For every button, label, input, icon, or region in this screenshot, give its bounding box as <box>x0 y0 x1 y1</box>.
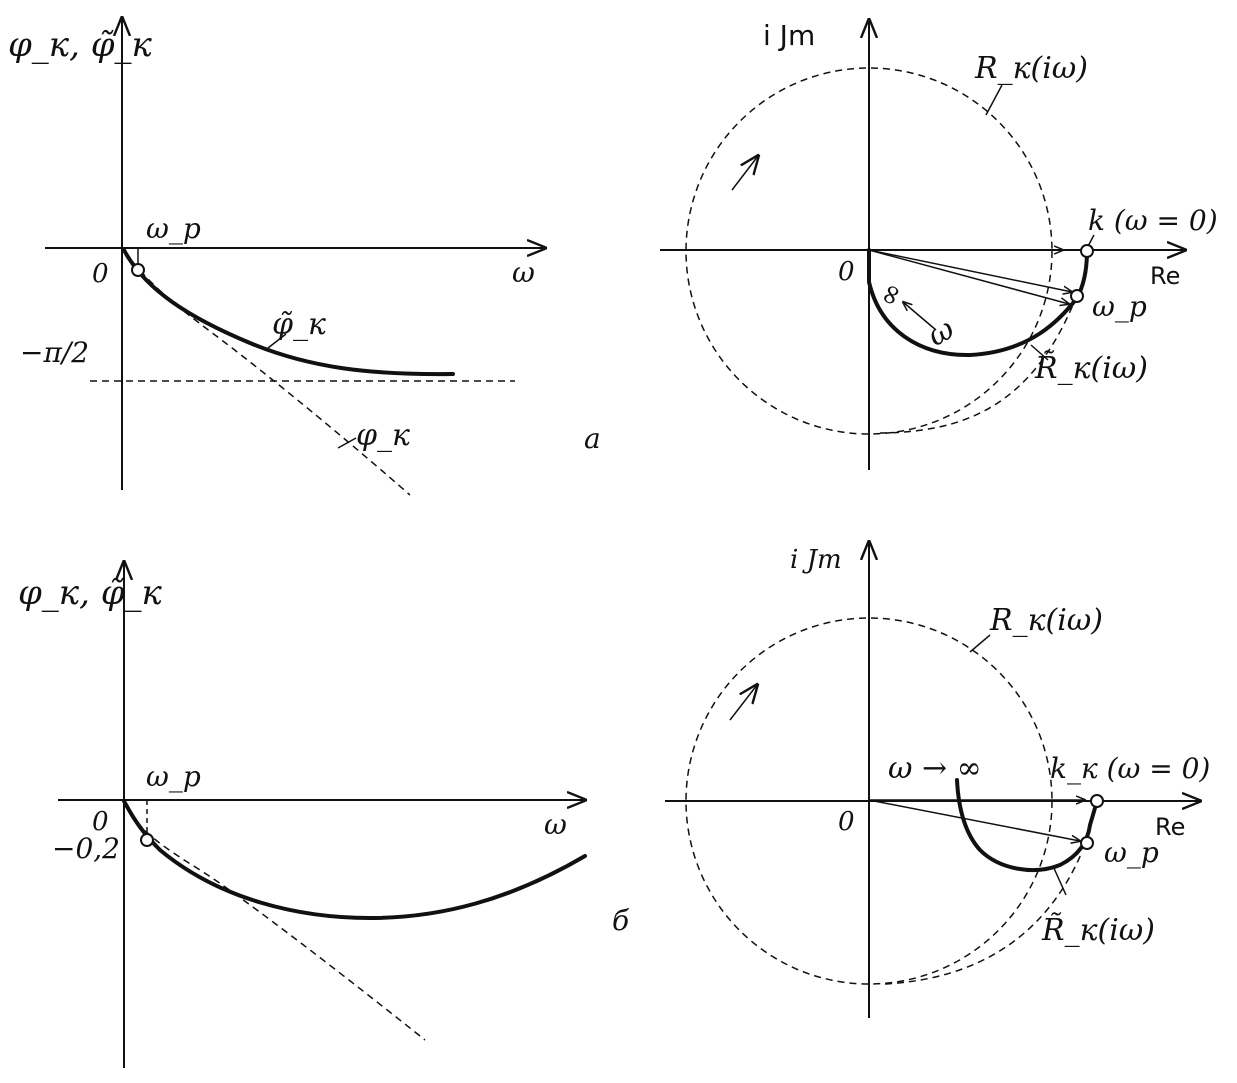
phase-b-exact-curve <box>122 799 587 921</box>
nyquist-b-curve-label: R̃_к(iω) <box>1041 913 1155 948</box>
nyquist-b-rotation-arrow <box>729 685 757 721</box>
phase-b-y-axis-label: φ_к, φ̃_к <box>18 573 163 613</box>
nyquist-b-circle-leader <box>969 634 991 653</box>
nyquist-b-omega-inf-label: ω → ∞ <box>888 751 982 786</box>
nyquist-b-curve-leader <box>1052 865 1067 896</box>
phase-b-omega-p-marker <box>140 833 154 847</box>
panel-b-nyquist-plot: i Jm Re 0 R_к(iω) R̃_к(iω) k_к (ω = 0) ω… <box>665 542 1210 1018</box>
nyquist-b-im-label: i Jm <box>790 545 842 575</box>
nyquist-a-re-label: Re <box>1150 262 1180 290</box>
nyquist-a-k-marker <box>1080 244 1094 258</box>
nyquist-a-vector <box>868 249 1072 292</box>
nyquist-a-vector <box>868 249 1069 304</box>
nyquist-a-origin-label: 0 <box>838 257 855 287</box>
nyquist-a-exact-curve <box>867 248 1089 358</box>
nyquist-a-circle-label: R_к(iω) <box>974 51 1088 86</box>
phase-a-label-leader <box>267 333 287 349</box>
phase-a-omega-p-label: ω_р <box>146 212 201 245</box>
nyquist-b-k-marker <box>1090 794 1104 808</box>
panel-a-nyquist-plot: i Jm Re 0 R_к(iω) R̃_к(iω) k (ω = 0) ω_р… <box>660 19 1218 470</box>
nyquist-b-vector <box>868 799 1080 841</box>
phase-a-omega-p-marker <box>131 263 145 277</box>
nyquist-a-rotation-arrow <box>731 156 758 191</box>
nyquist-b-circle <box>685 617 1053 985</box>
panel-b-label: б <box>612 904 630 937</box>
phase-a-x-axis-label: ω <box>512 256 535 289</box>
nyquist-a-curve-leader <box>1030 344 1049 361</box>
panel-a-phase-plot: φ_к, φ̃_к ω 0 ω_р −π/2 φ̃_к φ_к <box>8 18 545 496</box>
panel-a-label: a <box>584 422 601 455</box>
nyquist-b-omega-p-label: ω_р <box>1104 836 1159 869</box>
nyquist-a-approx-dash <box>879 299 1076 434</box>
phase-a-approx-curve <box>124 251 411 496</box>
phase-a-tick-label: −π/2 <box>20 336 89 369</box>
nyquist-b-omega-p-marker <box>1080 836 1094 850</box>
nyquist-b-circle-label: R_к(iω) <box>989 603 1103 638</box>
phase-a-label-leader <box>337 437 357 449</box>
nyquist-a-omega-p-label: ω_р <box>1092 290 1147 323</box>
phase-b-x-axis-label: ω <box>544 808 567 841</box>
nyquist-b-k-label: k_к (ω = 0) <box>1050 752 1210 785</box>
nyquist-b-exact-curve <box>955 778 1099 872</box>
panel-b-phase-plot: φ_к, φ̃_к ω 0 ω_р −0,2 <box>18 562 587 1068</box>
nyquist-a-direction-arrow <box>903 302 937 331</box>
phase-a-curve-approx-label: φ_к <box>356 418 410 453</box>
phase-b-origin-label: 0 <box>92 807 109 837</box>
nyquist-b-origin-label: 0 <box>838 807 855 837</box>
phase-a-y-axis-label: φ_к, φ̃_к <box>8 25 153 65</box>
nyquist-b-re-label: Re <box>1155 813 1185 841</box>
phase-b-omega-p-label: ω_р <box>146 760 201 793</box>
nyquist-a-circle <box>685 67 1053 435</box>
nyquist-a-curve-label: R̃_к(iω) <box>1034 351 1148 386</box>
nyquist-b-approx-dash <box>884 851 1083 985</box>
phase-a-origin-label: 0 <box>92 259 109 289</box>
nyquist-a-im-label: i Jm <box>763 19 815 52</box>
phase-b-approx-curve <box>123 801 426 1041</box>
nyquist-a-omega-p-marker <box>1070 289 1084 303</box>
phase-b-tick-label: −0,2 <box>52 832 120 865</box>
phase-a-curve-exact-label: φ̃_к <box>272 307 326 342</box>
phase-a-exact-curve <box>122 248 455 377</box>
nyquist-a-circle-leader <box>985 84 1003 116</box>
nyquist-a-k-label: k (ω = 0) <box>1088 204 1218 237</box>
